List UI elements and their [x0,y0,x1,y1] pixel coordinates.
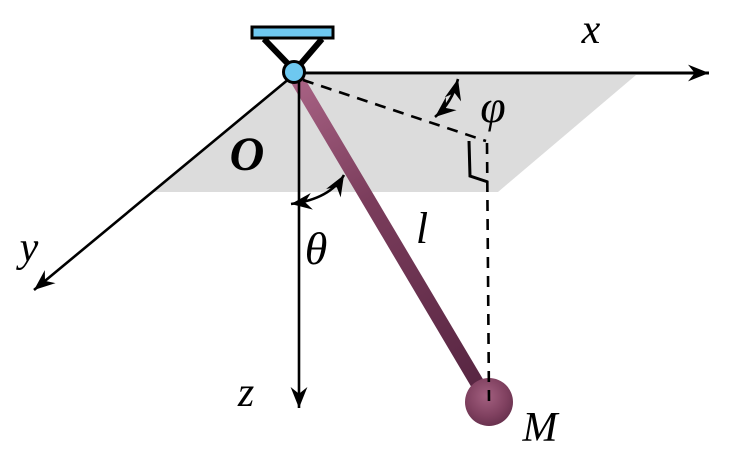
ceiling-mount [250,25,335,84]
polar-angle-label: θ [305,223,328,274]
theta-angle-arc [290,174,346,210]
y-axis-arrow [33,76,291,292]
projection-dashed-line [302,78,487,143]
mount-bracket-left [261,36,294,70]
pendulum-rod [287,70,493,402]
mount-bar [250,25,335,40]
horizontal-plane [151,75,636,192]
mount-bracket-right [295,37,325,69]
origin-label: O [230,128,265,181]
pivot-joint [282,60,306,84]
x-axis-label: x [581,7,601,53]
z-axis-label: z [237,370,254,416]
phi-angle-arc [434,78,462,119]
rod-length-label: l [416,204,428,253]
right-angle-marker [467,140,489,184]
vertical-dashed-line [485,142,491,403]
azimuthal-angle-label: φ [480,81,505,132]
pendulum-bob [465,378,513,426]
bob-mass-label: M [522,405,560,451]
y-axis-label: y [16,225,39,271]
